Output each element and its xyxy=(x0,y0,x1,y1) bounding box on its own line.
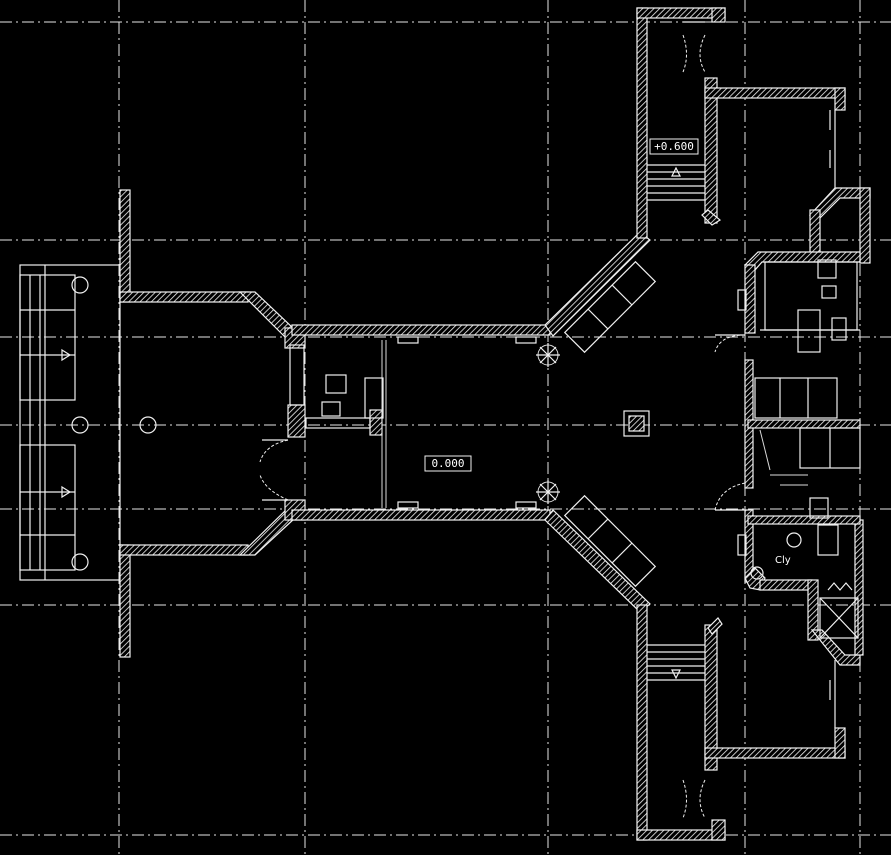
stairs-upper xyxy=(647,164,705,201)
room-label-wc: Cly xyxy=(775,555,791,566)
walls-right-block xyxy=(714,251,864,666)
level-label-upper: +0.600 xyxy=(649,138,699,155)
walls-hall xyxy=(291,231,651,613)
entrance-steps xyxy=(19,264,157,581)
walls-upper-wing xyxy=(636,7,871,264)
reception-area xyxy=(259,344,384,501)
plant-icon xyxy=(536,480,560,504)
stairs-lower xyxy=(647,644,705,681)
walls-lower-wing xyxy=(636,604,846,841)
level-upper-text: +0.600 xyxy=(654,140,694,153)
plant-icon xyxy=(536,343,560,367)
lounge-furniture xyxy=(536,260,657,588)
level-main-text: 0.000 xyxy=(431,457,464,470)
level-label-main: 0.000 xyxy=(424,455,472,472)
column xyxy=(623,410,650,437)
walls-left xyxy=(119,189,383,658)
